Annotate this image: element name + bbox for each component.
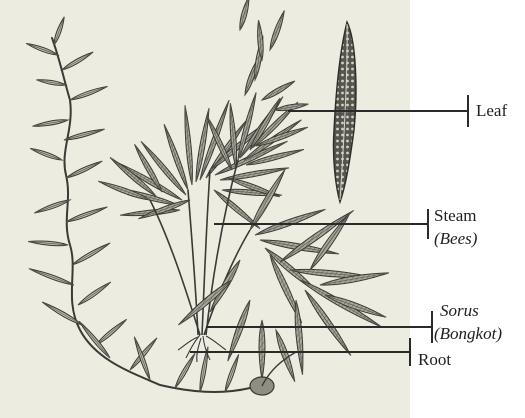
left-frond-leaflets [26, 17, 239, 392]
left-leaflet-midrib [64, 129, 105, 140]
left-leaflet-midrib [26, 43, 58, 55]
right-leaflet-midrib [276, 330, 295, 382]
left-leaflet-midrib [70, 86, 108, 100]
left-leaflet-midrib [78, 282, 111, 305]
right-leaflet-midrib [280, 210, 354, 262]
left-leaflet-midrib [62, 52, 93, 70]
left-leaflet-midrib [225, 354, 239, 392]
left-leaflet-midrib [30, 148, 62, 160]
roots [178, 335, 226, 362]
label-sorus-local: (Bongkot) [434, 324, 502, 343]
left-leaflet-midrib [42, 302, 82, 325]
left-leaflet-midrib [175, 353, 195, 388]
label-sorus: Sorus [440, 301, 479, 320]
label-root: Root [418, 350, 451, 369]
right-leaflet-midrib [255, 209, 325, 235]
left-leaflet-midrib [66, 161, 102, 178]
label-stem-local: (Bees) [434, 229, 478, 248]
left-leaflet-midrib [34, 200, 70, 213]
label-leaf: Leaf [476, 101, 507, 120]
label-stem: Steam [434, 206, 477, 225]
right-leaflet-midrib [250, 169, 285, 230]
right-leaflet-midrib [310, 213, 350, 270]
tuft-leaf-midrib [262, 81, 295, 100]
left-leaflet-midrib [72, 243, 110, 265]
left-leaflet-midrib [29, 269, 74, 285]
left-leaflet-midrib [66, 207, 107, 222]
left-leaflet-midrib [134, 337, 150, 380]
right-leaf-cluster [178, 169, 389, 381]
tuft-leaf-midrib [270, 11, 284, 50]
left-leaflet-midrib [54, 17, 64, 45]
left-leaflet-midrib [96, 319, 127, 345]
right-leaflet-midrib [178, 280, 232, 325]
central-leaf-tuft [98, 0, 308, 229]
